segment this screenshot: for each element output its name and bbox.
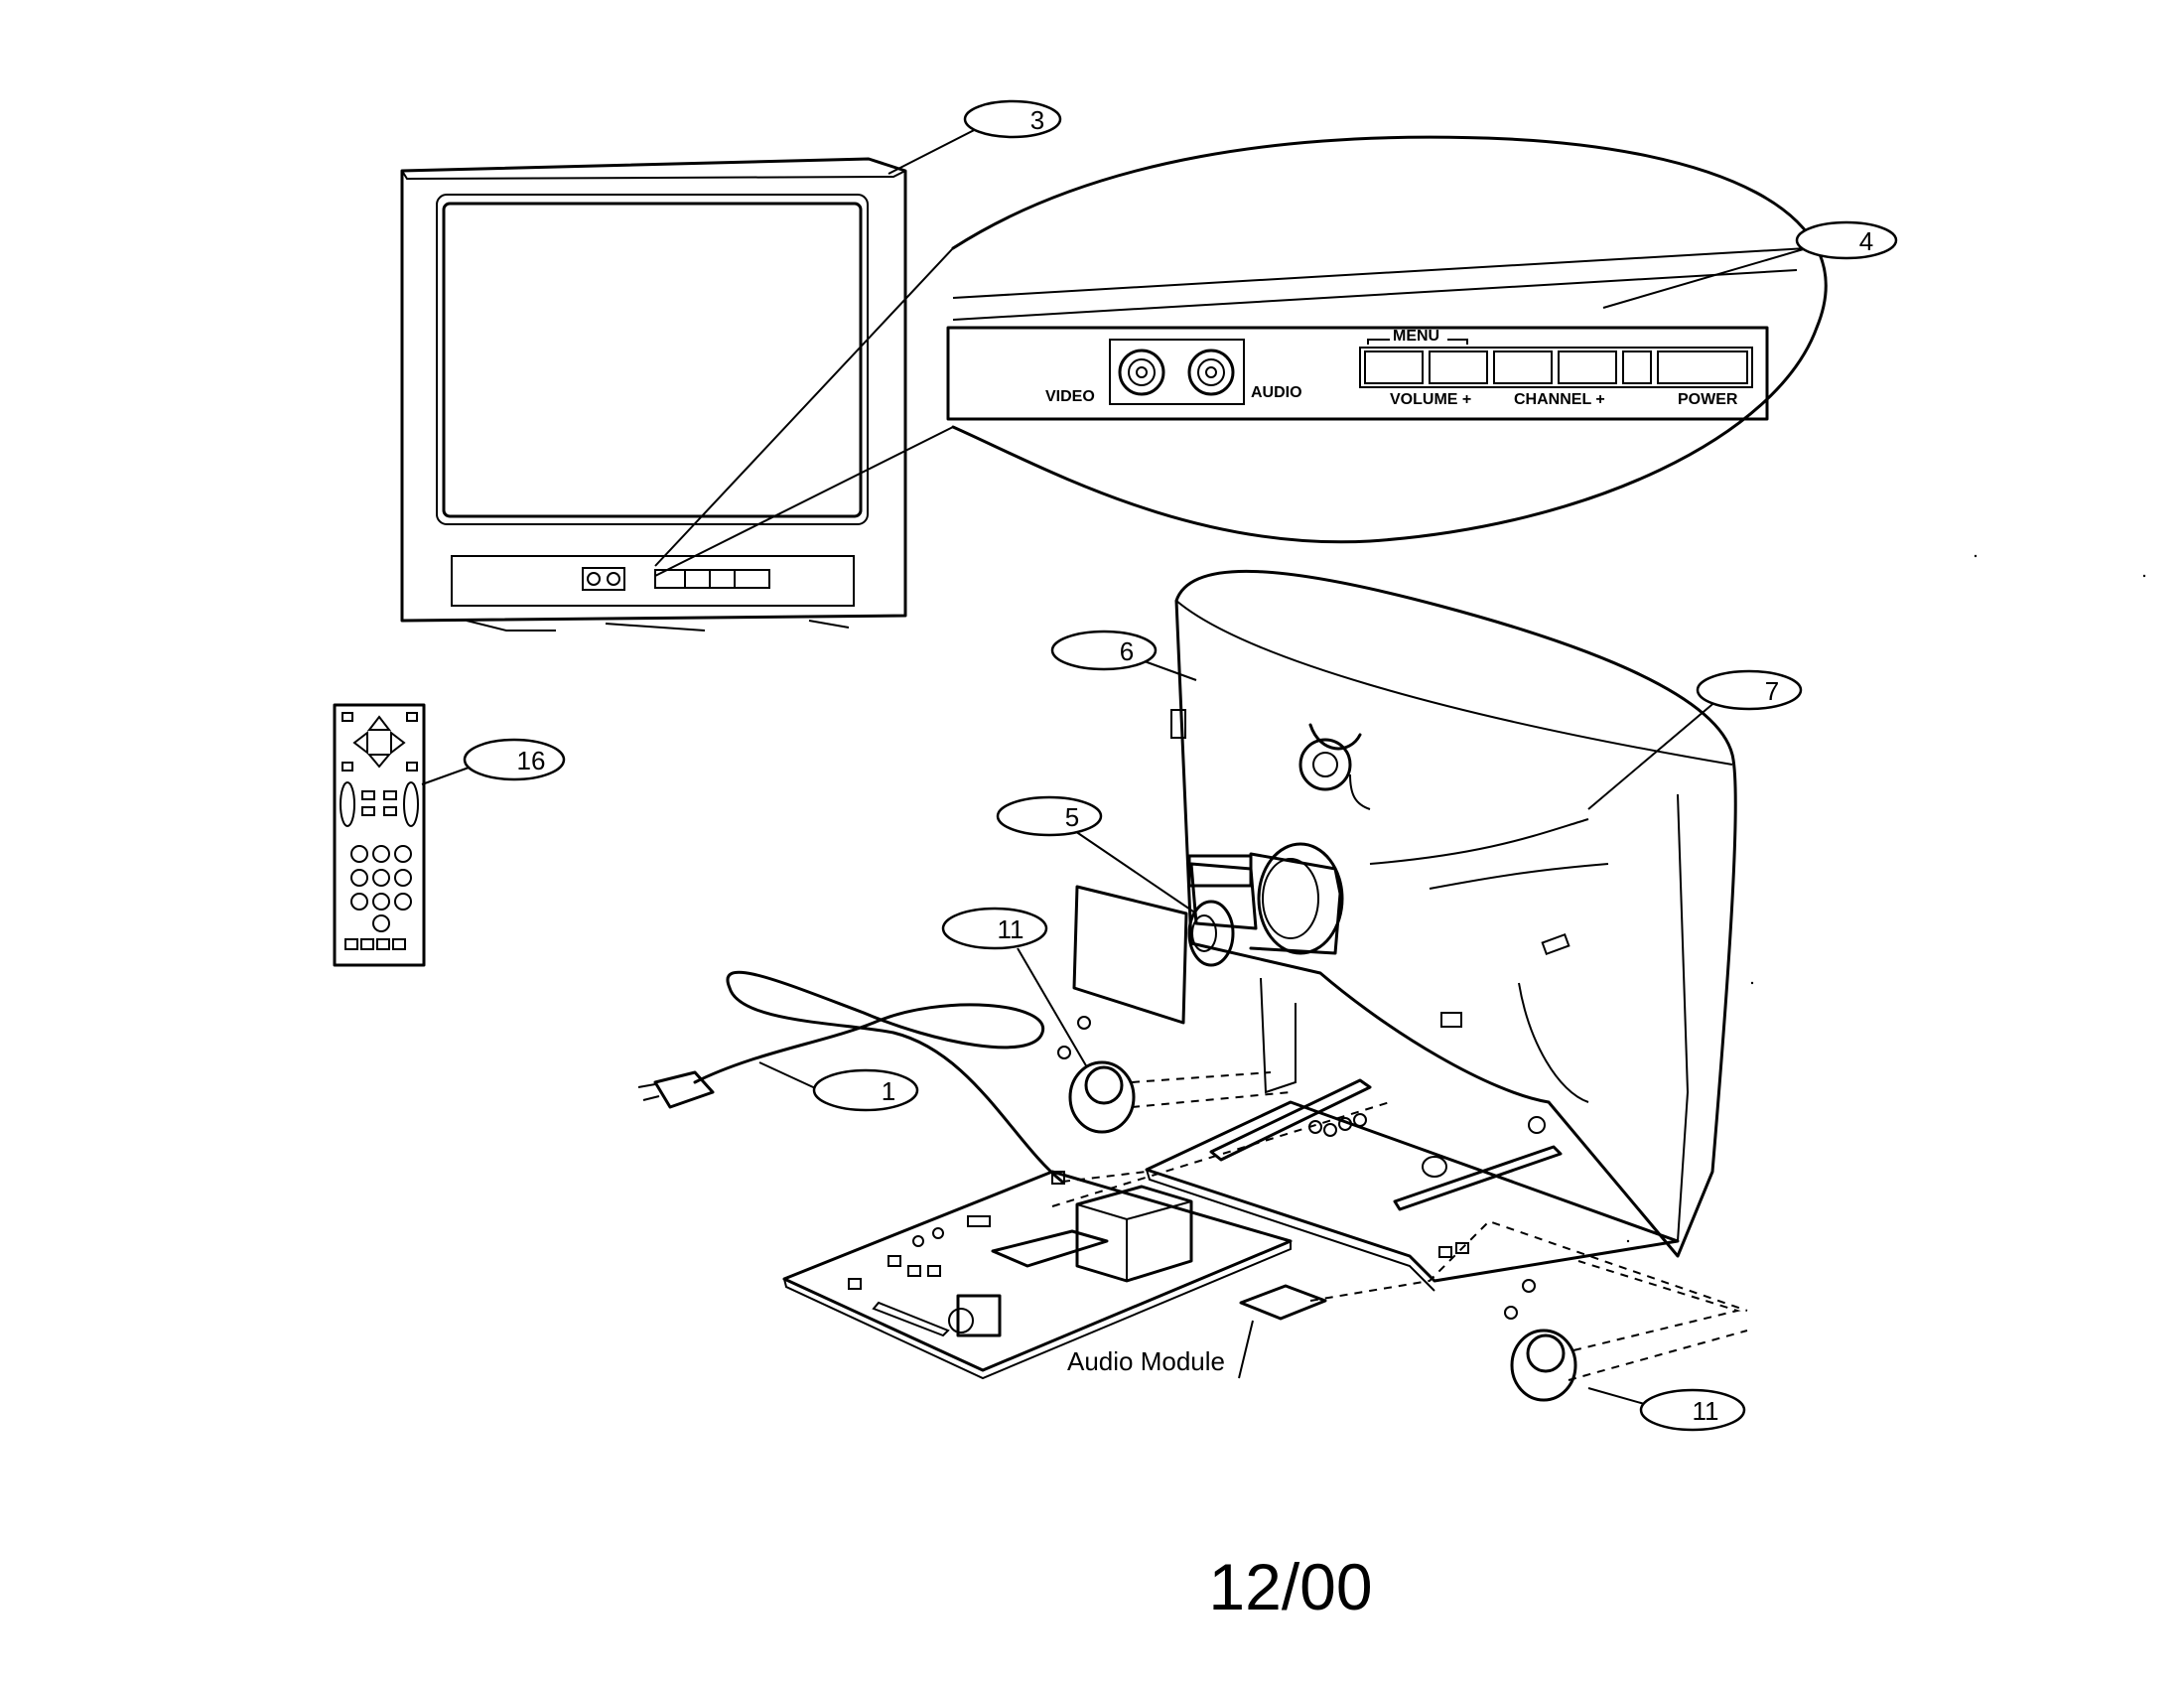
callout-11-right-label: 11: [1693, 1396, 1719, 1426]
callout-11-left: 11: [941, 907, 1088, 1068]
panel-video-label: VIDEO: [1045, 388, 1095, 405]
main-chassis-board: [782, 1170, 1293, 1380]
panel-audio-label: AUDIO: [1251, 384, 1302, 401]
audio-module-label: Audio Module: [1067, 1346, 1225, 1376]
callout-1-label: 1: [882, 1076, 895, 1106]
speaker-left: [1057, 1016, 1292, 1134]
panel-menu-label: MENU: [1393, 328, 1439, 345]
callout-1: 1: [758, 1061, 919, 1112]
callout-3-label: 3: [1030, 105, 1044, 135]
callout-16: 16: [421, 738, 566, 785]
callout-6-label: 6: [1120, 636, 1134, 666]
tv-front-view: [400, 157, 907, 632]
speaker-right: [1504, 1260, 1748, 1402]
callout-5: 5: [996, 795, 1197, 914]
callout-7: 7: [1587, 669, 1803, 810]
power-cord: [637, 970, 1064, 1184]
connector-dashes: [1051, 1101, 1748, 1312]
callout-11-right: 11: [1587, 1387, 1746, 1432]
audio-module-board: [1239, 1284, 1327, 1321]
crt-picture-tube: [1170, 569, 1737, 1258]
front-panel-magnified: VIDEO AUDIO MENU VOLUME + CHANNEL + POWE…: [946, 135, 1828, 544]
magnify-lead-lower: [654, 426, 954, 577]
callout-16-label: 16: [517, 746, 546, 775]
remote-control: [333, 703, 426, 967]
panel-volume-label: VOLUME +: [1390, 391, 1471, 408]
panel-channel-label: CHANNEL +: [1514, 391, 1605, 408]
audio-module-lead: [1238, 1320, 1254, 1379]
callout-7-label: 7: [1765, 676, 1779, 706]
callout-6: 6: [1050, 630, 1197, 681]
chassis-tray: [1145, 1078, 1680, 1292]
magnify-lead-upper: [654, 247, 954, 567]
callout-3: 3: [887, 99, 1062, 175]
callout-4: 4: [1602, 220, 1898, 309]
diagram-date: 12/00: [1208, 1550, 1373, 1623]
yoke-board: [1072, 885, 1188, 1025]
callout-5-label: 5: [1065, 802, 1079, 832]
callout-11-left-label: 11: [998, 914, 1024, 944]
panel-power-label: POWER: [1678, 391, 1738, 408]
callout-4-label: 4: [1859, 226, 1873, 256]
